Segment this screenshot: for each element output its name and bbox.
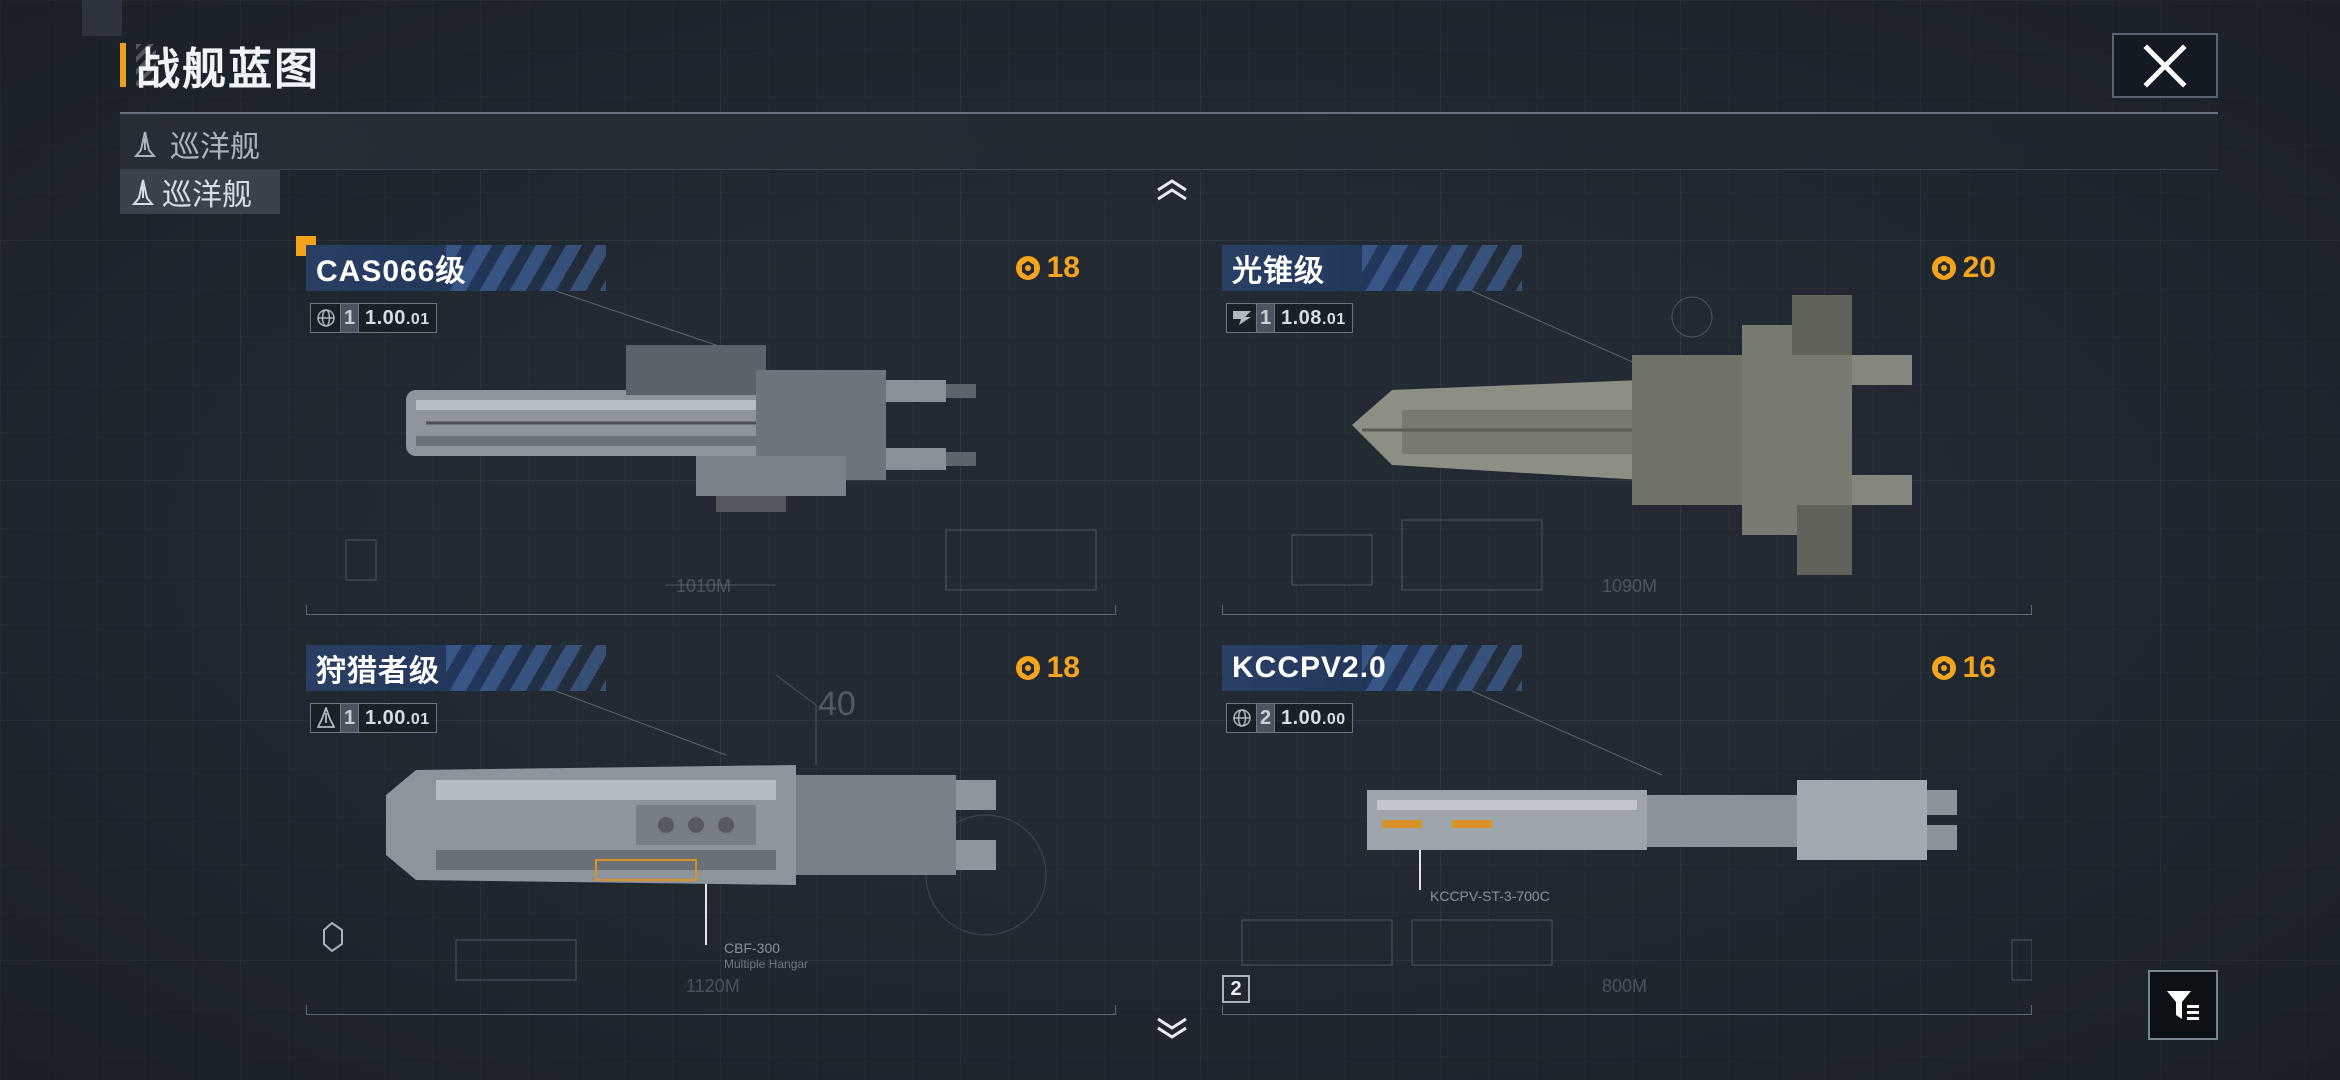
ship-name: CAS066级 — [316, 255, 467, 288]
rocket-icon — [311, 704, 341, 732]
scale-label: 1090M — [1602, 576, 1658, 596]
globe-icon — [311, 304, 341, 332]
ship-image-cas066 — [406, 345, 976, 512]
ship-cost: 20 — [1929, 251, 1996, 285]
scale-label: 1010M — [676, 576, 732, 596]
ship-card[interactable]: CAS066级 18 1 1.00.01 1010M — [306, 245, 1116, 635]
ship-meta: 2 1.00.00 — [1226, 703, 1353, 733]
cost-emblem-icon — [1015, 656, 1040, 680]
filter-button[interactable] — [2148, 970, 2218, 1040]
cruiser-class-icon — [134, 131, 156, 157]
ship-name-bar: 光锥级 — [1222, 245, 1522, 291]
globe-icon — [1227, 704, 1257, 732]
cost-emblem-icon — [1931, 256, 1956, 280]
cruiser-class-icon — [132, 179, 154, 205]
ship-cost: 16 — [1929, 651, 1996, 685]
ship-tier: 1 — [1257, 304, 1275, 332]
ship-cost: 18 — [1013, 251, 1080, 285]
faction-emblem-icon — [1227, 304, 1257, 332]
cost-value: 18 — [1046, 651, 1080, 684]
ship-card[interactable]: 光锥级 20 1 1.08.01 1090M — [1222, 245, 2032, 635]
page-header: 战舰蓝图 — [120, 36, 320, 94]
version-minor: .01 — [1321, 310, 1346, 328]
ship-meta: 1 1.08.01 — [1226, 303, 1353, 333]
ship-image-lightcone — [1352, 295, 1912, 575]
blueprint-frame — [1222, 290, 2032, 615]
ship-meta: 1 1.00.01 — [310, 703, 437, 733]
page-title: 战舰蓝图 — [136, 45, 320, 94]
cost-emblem-icon — [1015, 256, 1040, 280]
ship-name: 光锥级 — [1232, 255, 1325, 288]
cost-value: 16 — [1962, 651, 1996, 684]
blueprint-frame — [1222, 690, 2032, 1015]
title-stripes-decoration — [136, 44, 156, 86]
module-sublabel: Multiple Hangar — [724, 957, 809, 971]
ship-meta: 1 1.00.01 — [310, 303, 437, 333]
version-major: 1.00 — [365, 706, 406, 729]
close-icon — [2143, 43, 2187, 88]
module-label: KCCPV-ST-3-700C — [1430, 888, 1550, 904]
ship-version: 1.00.01 — [359, 707, 436, 730]
blueprint-frame — [306, 290, 1116, 615]
scroll-up-button[interactable] — [1152, 176, 1192, 204]
ship-tier: 1 — [341, 304, 359, 332]
cost-value: 18 — [1046, 251, 1080, 284]
ship-version: 1.00.00 — [1275, 707, 1352, 730]
version-major: 1.00 — [1281, 706, 1322, 729]
scale-label: 800M — [1602, 976, 1648, 996]
version-major: 1.00 — [365, 306, 406, 329]
ship-name-bar: KCCPV2.0 — [1222, 645, 1522, 691]
header-divider — [120, 112, 2218, 114]
version-minor: .00 — [1321, 710, 1346, 728]
corner-decoration — [82, 0, 122, 36]
ship-tier: 1 — [341, 704, 359, 732]
version-minor: .01 — [405, 310, 430, 328]
category-bar[interactable]: 巡洋舰 — [120, 114, 2218, 170]
scale-label: 1120M — [686, 976, 740, 996]
ship-card[interactable]: KCCPV2.0 16 2 1.00.00 KCCPV-ST-3-700C 2 … — [1222, 645, 2032, 1035]
cost-emblem-icon — [1931, 656, 1956, 680]
close-button[interactable] — [2112, 33, 2218, 98]
module-label: CBF-300 — [724, 940, 781, 956]
ship-name: KCCPV2.0 — [1232, 651, 1387, 684]
chevron-up-icon — [1157, 179, 1187, 201]
ship-name-bar: CAS066级 — [306, 245, 606, 291]
ship-name: 狩猎者级 — [316, 655, 440, 688]
chevron-down-icon — [1157, 1017, 1187, 1039]
ship-card[interactable]: 狩猎者级 18 1 1.00.01 40 CBF-300 Multiple Ha… — [306, 645, 1116, 1035]
filter-icon — [2167, 991, 2199, 1020]
ship-image-kccpv — [1367, 780, 1957, 860]
ship-version: 1.00.01 — [359, 307, 436, 330]
version-minor: .01 — [405, 710, 430, 728]
ship-image-hunter — [386, 765, 996, 885]
category-chip-label: 巡洋舰 — [162, 179, 252, 212]
ship-name-bar: 狩猎者级 — [306, 645, 606, 691]
category-chip-selected[interactable]: 巡洋舰 — [120, 170, 280, 214]
ship-cost: 18 — [1013, 651, 1080, 685]
version-major: 1.08 — [1281, 306, 1322, 329]
category-bar-label: 巡洋舰 — [170, 131, 260, 164]
title-accent-bar — [120, 43, 126, 87]
ship-version: 1.08.01 — [1275, 307, 1352, 330]
cost-value: 20 — [1962, 251, 1996, 284]
scroll-down-button[interactable] — [1152, 1014, 1192, 1042]
ship-tier: 2 — [1257, 704, 1275, 732]
blueprint-index-badge: 2 — [1222, 975, 1250, 1003]
blueprint-number: 40 — [818, 685, 856, 723]
